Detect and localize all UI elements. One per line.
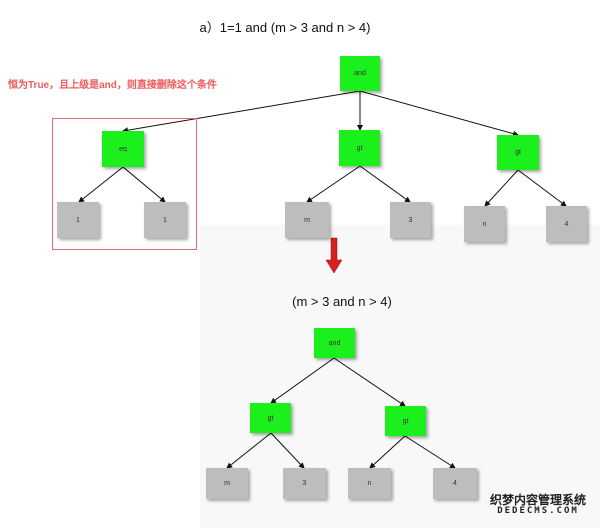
edge — [484, 169, 519, 207]
leaf-node: m — [285, 202, 329, 238]
edge — [226, 432, 272, 469]
edge — [122, 166, 166, 203]
bottom-root-node: and — [314, 328, 355, 358]
bottom-expression-title: (m > 3 and n > 4) — [292, 294, 392, 309]
removed-condition-highlight — [52, 118, 197, 250]
top-eq-node: eq — [102, 131, 144, 167]
leaf-node: 1 — [57, 202, 99, 238]
edge — [404, 435, 456, 469]
lower-panel-background — [200, 225, 600, 528]
watermark-line-2: DEDECMS.COM — [497, 506, 579, 517]
edge — [78, 166, 124, 203]
annotation-note: 恒为True，且上级是and，则直接删除这个条件 — [8, 80, 217, 91]
leaf-node: 1 — [144, 202, 186, 238]
edge — [270, 432, 305, 469]
leaf-node: n — [348, 468, 391, 499]
leaf-node: n — [464, 206, 505, 242]
leaf-node: 3 — [390, 202, 431, 238]
top-root-node: and — [340, 56, 380, 91]
edge — [306, 165, 361, 203]
transform-arrow-icon — [325, 237, 343, 274]
edge — [359, 90, 519, 137]
edge — [517, 169, 567, 207]
edge — [122, 90, 361, 134]
bottom-gt-node-1: gt — [250, 403, 291, 433]
leaf-node: 4 — [433, 468, 477, 499]
edge — [333, 357, 406, 407]
leaf-node: 3 — [283, 468, 326, 499]
edge — [270, 357, 335, 404]
watermark: 织梦内容管理系统 DEDECMS.COM — [490, 493, 587, 517]
edge — [359, 165, 411, 203]
top-gt-node-2: gt — [497, 135, 539, 170]
leaf-node: m — [206, 468, 248, 499]
watermark-line-1: 织梦内容管理系统 — [490, 493, 587, 507]
top-expression-title: a）1=1 and (m > 3 and n > 4) — [199, 20, 371, 35]
bottom-gt-node-2: gt — [385, 406, 426, 436]
edge — [369, 435, 406, 469]
top-gt-node-1: gt — [339, 130, 380, 166]
leaf-node: 4 — [546, 206, 587, 242]
